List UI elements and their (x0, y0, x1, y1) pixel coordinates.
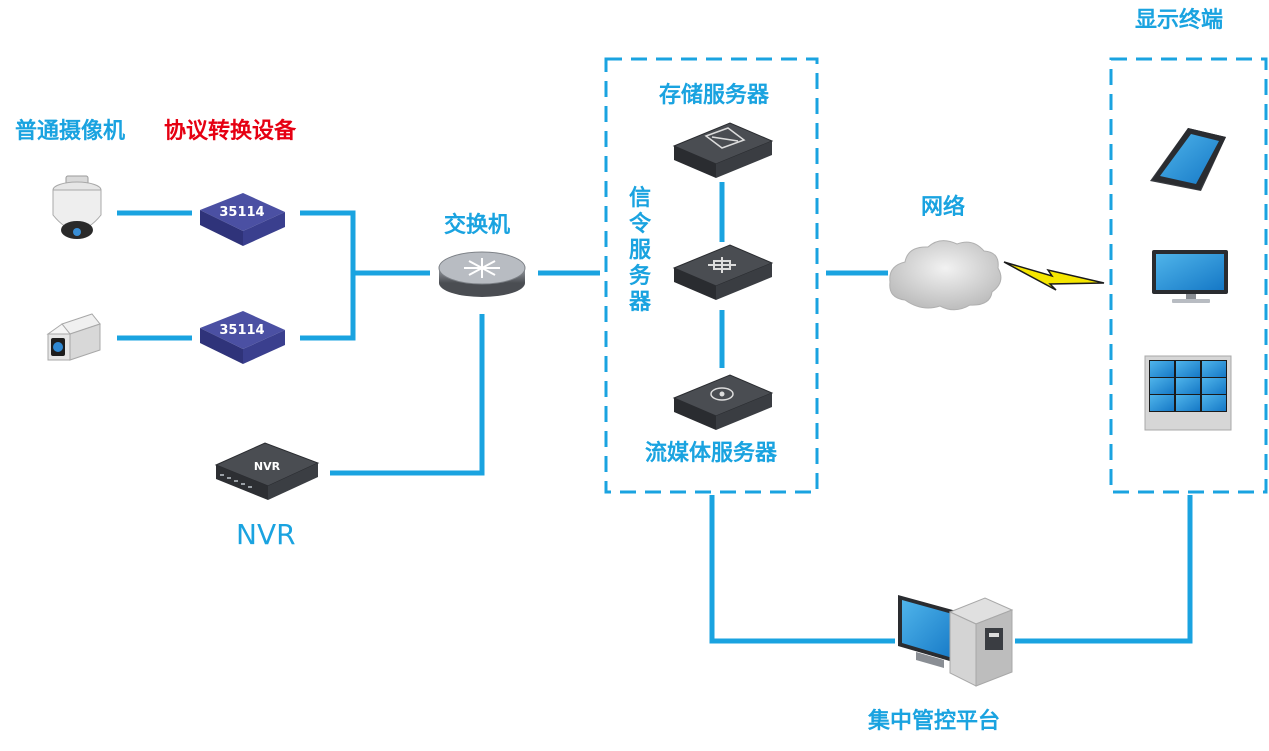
link-display-platform (1015, 495, 1193, 644)
converter-1-label: 35114 (219, 205, 264, 220)
storage-server-label: 存储服务器 (659, 83, 770, 108)
converter-box-1[interactable]: 35114 (200, 193, 285, 246)
bullet-camera-icon (46, 313, 101, 361)
storage-server-icon[interactable] (672, 122, 774, 178)
link-converter1-bus (300, 210, 356, 341)
management-platform-label: 集中管控平台 (868, 709, 1001, 734)
nvr-label: NVR (236, 518, 296, 551)
connection-lines (117, 182, 1193, 644)
signaling-server-icon[interactable] (672, 244, 774, 300)
converter-2-label: 35114 (219, 323, 264, 338)
protocol-device-label: 协议转换设备 (164, 119, 297, 144)
streaming-server-label: 流媒体服务器 (645, 441, 778, 466)
display-group-box (1109, 57, 1268, 494)
cloud-icon (889, 240, 1002, 311)
desktop-computer-icon[interactable] (898, 595, 1014, 687)
router-switch-icon[interactable] (438, 251, 526, 297)
link-nvr-switch (330, 314, 485, 476)
video-wall-icon[interactable] (1144, 355, 1232, 431)
signaling-server-label: 信令服务器 (628, 186, 651, 315)
lightning-icon (1003, 261, 1105, 291)
nvr-recorder-icon[interactable]: NVR (214, 442, 320, 500)
nvr-device-text: NVR (254, 460, 281, 473)
converter-box-2[interactable]: 35114 (200, 311, 285, 364)
server-group-box (604, 57, 819, 494)
smartphone-icon[interactable] (1150, 128, 1226, 191)
streaming-server-icon[interactable] (672, 374, 774, 430)
dome-camera-icon (52, 175, 102, 239)
monitor-icon[interactable] (1152, 250, 1228, 303)
network-label: 网络 (921, 195, 966, 220)
display-terminal-label: 显示终端 (1135, 8, 1224, 33)
camera-label: 普通摄像机 (15, 119, 126, 144)
switch-label: 交换机 (444, 213, 511, 238)
link-servers-platform (709, 495, 895, 644)
